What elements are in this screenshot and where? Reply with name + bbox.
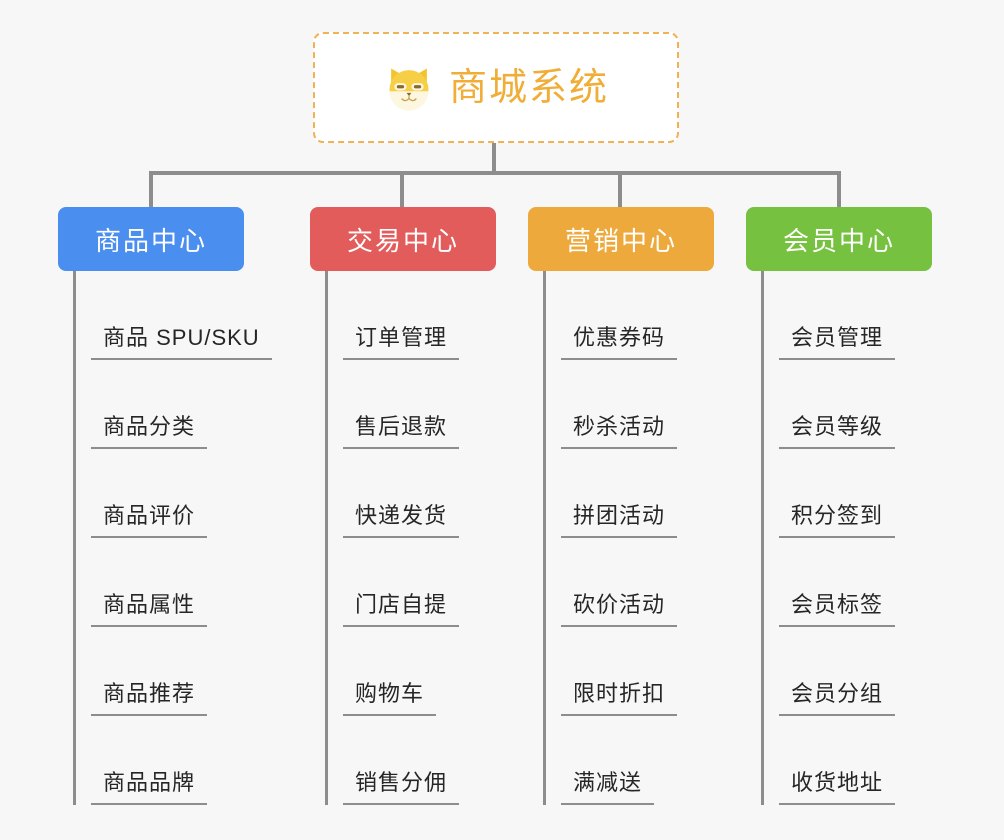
list-item[interactable]: 商品品牌: [76, 716, 308, 805]
list-item[interactable]: 商品评价: [76, 449, 308, 538]
leaf-label: 会员标签: [779, 587, 896, 627]
leaf-label: 售后退款: [343, 409, 460, 449]
shiba-dog-icon: [389, 68, 429, 111]
category-column-营销中心: 营销中心 优惠券码 秒杀活动 拼团活动 砍价活动 限时折扣 满减送: [528, 207, 778, 805]
leaf-label: 商品评价: [91, 498, 208, 538]
list-item[interactable]: 会员等级: [764, 360, 996, 449]
list-item[interactable]: 会员标签: [764, 538, 996, 627]
leaf-label: 快递发货: [343, 498, 460, 538]
leaf-label: 商品 SPU/SKU: [91, 320, 272, 360]
leaf-list-4: 会员管理 会员等级 积分签到 会员标签 会员分组 收货地址: [761, 271, 996, 805]
leaf-label: 砍价活动: [561, 587, 678, 627]
leaf-label: 商品品牌: [91, 765, 208, 805]
category-label-3: 营销中心: [564, 225, 677, 256]
list-item[interactable]: 商品 SPU/SKU: [76, 271, 308, 360]
leaf-label: 门店自提: [343, 587, 460, 627]
leaf-label: 积分签到: [779, 498, 896, 538]
leaf-list-1: 商品 SPU/SKU 商品分类 商品评价 商品属性 商品推荐 商品品牌: [73, 271, 308, 805]
leaf-list-3: 优惠券码 秒杀活动 拼团活动 砍价活动 限时折扣 满减送: [543, 271, 778, 805]
category-label-4: 会员中心: [782, 225, 895, 256]
category-box-4[interactable]: 会员中心: [746, 207, 932, 271]
list-item[interactable]: 销售分佣: [328, 716, 560, 805]
root-title: 商城系统: [448, 66, 609, 109]
category-column-会员中心: 会员中心 会员管理 会员等级 积分签到 会员标签 会员分组 收货地址: [746, 207, 996, 805]
leaf-label: 商品属性: [91, 587, 208, 627]
leaf-label: 商品推荐: [91, 676, 208, 716]
leaf-label: 购物车: [343, 676, 437, 716]
leaf-label: 会员等级: [779, 409, 896, 449]
list-item[interactable]: 砍价活动: [546, 538, 778, 627]
leaf-label: 会员分组: [779, 676, 896, 716]
category-box-1[interactable]: 商品中心: [58, 207, 244, 271]
category-label-2: 交易中心: [346, 225, 459, 256]
leaf-label: 拼团活动: [561, 498, 678, 538]
category-box-3[interactable]: 营销中心: [528, 207, 714, 271]
connector-drop-2: [400, 171, 404, 207]
list-item[interactable]: 拼团活动: [546, 449, 778, 538]
list-item[interactable]: 优惠券码: [546, 271, 778, 360]
list-item[interactable]: 订单管理: [328, 271, 560, 360]
leaf-label: 秒杀活动: [561, 409, 678, 449]
list-item[interactable]: 限时折扣: [546, 627, 778, 716]
connector-horizontal-bus: [149, 171, 841, 175]
list-item[interactable]: 收货地址: [764, 716, 996, 805]
list-item[interactable]: 会员管理: [764, 271, 996, 360]
list-item[interactable]: 售后退款: [328, 360, 560, 449]
leaf-label: 订单管理: [343, 320, 460, 360]
leaf-label: 会员管理: [779, 320, 896, 360]
list-item[interactable]: 门店自提: [328, 538, 560, 627]
leaf-label: 收货地址: [779, 765, 896, 805]
list-item[interactable]: 购物车: [328, 627, 560, 716]
list-item[interactable]: 秒杀活动: [546, 360, 778, 449]
leaf-list-2: 订单管理 售后退款 快递发货 门店自提 购物车 销售分佣: [325, 271, 560, 805]
connector-drop-1: [149, 171, 153, 207]
connector-drop-3: [618, 171, 622, 207]
leaf-label: 商品分类: [91, 409, 208, 449]
list-item[interactable]: 会员分组: [764, 627, 996, 716]
connector-root-stem: [492, 143, 496, 174]
category-column-商品中心: 商品中心 商品 SPU/SKU 商品分类 商品评价 商品属性 商品推荐 商品品牌: [58, 207, 308, 805]
list-item[interactable]: 满减送: [546, 716, 778, 805]
list-item[interactable]: 商品分类: [76, 360, 308, 449]
leaf-label: 销售分佣: [343, 765, 460, 805]
category-column-交易中心: 交易中心 订单管理 售后退款 快递发货 门店自提 购物车 销售分佣: [310, 207, 560, 805]
root-node[interactable]: 商城系统: [313, 32, 679, 143]
category-box-2[interactable]: 交易中心: [310, 207, 496, 271]
category-label-1: 商品中心: [94, 225, 207, 256]
leaf-label: 优惠券码: [561, 320, 678, 360]
list-item[interactable]: 商品属性: [76, 538, 308, 627]
list-item[interactable]: 积分签到: [764, 449, 996, 538]
leaf-label: 满减送: [561, 765, 655, 805]
connector-drop-4: [837, 171, 841, 207]
list-item[interactable]: 商品推荐: [76, 627, 308, 716]
list-item[interactable]: 快递发货: [328, 449, 560, 538]
leaf-label: 限时折扣: [561, 676, 678, 716]
